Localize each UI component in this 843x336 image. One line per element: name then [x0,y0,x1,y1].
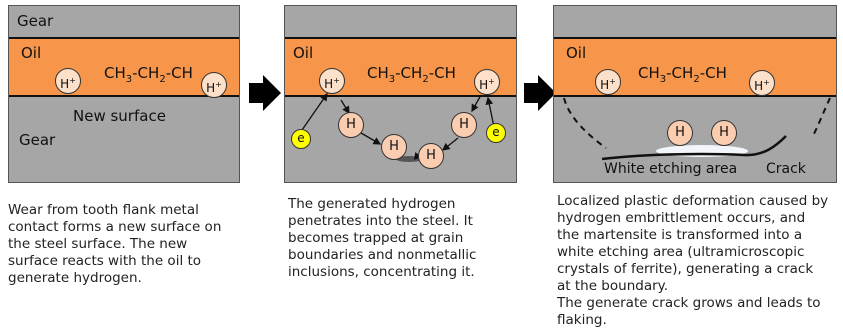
oil-label: Oil [566,44,587,62]
caption-line: white etching area (ultramicroscopic [557,244,805,260]
electron: e [486,123,506,143]
path-arrow [485,96,495,128]
step-arrow-icon [249,75,281,111]
gear-bottom-label: Gear [19,131,56,149]
h-ion: H+ [201,72,227,98]
caption-line: becomes trapped at grain [288,230,464,246]
white-etching-area-label: White etching area [604,161,738,177]
gear-top-layer [9,6,239,38]
crack-dashed-right [811,97,831,139]
caption-line: Localized plastic deformation caused by [557,193,829,209]
oil-label: Oil [293,44,314,62]
oil-formula: CH3-CH2-CH [638,64,727,85]
h-atom: H [381,134,407,160]
h-ion: H+ [595,69,621,95]
gear-top-layer [554,6,836,38]
caption-line: inclusions, concentrating it. [288,264,475,280]
caption-step-2: The generated hydrogen penetrates into t… [288,196,476,281]
caption-line: flaking. [557,312,607,328]
electron: e [291,129,311,149]
caption-step-3: Localized plastic deformation caused by … [557,193,828,329]
oil-formula: CH3-CH2-CH [367,64,456,85]
surface-line-bottom [554,95,836,97]
h-ion: H+ [55,68,81,94]
caption-line: contact forms a new surface on [8,219,222,235]
path-arrow [441,137,459,151]
h-atom: H [451,112,477,138]
surface-line-bottom [285,95,516,97]
surface-line-top [9,37,239,39]
h-ion: H+ [319,68,345,94]
gear-bottom-layer [9,96,239,182]
step-arrow-icon [524,75,556,111]
caption-line: generate hydrogen. [8,270,142,286]
gear-top-label: Gear [17,12,54,30]
gear-top-layer [285,6,516,38]
surface-line-top [554,37,836,39]
caption-line: the steel surface. The new [8,236,188,252]
caption-line: surface reacts with the oil to [8,253,202,269]
surface-line-top [285,37,516,39]
oil-label: Oil [21,44,42,62]
new-surface-label: New surface [73,107,166,125]
crack-overlay [563,97,831,161]
caption-line: hydrogen embrittlement occurs, and [557,210,806,226]
h-atom: H [418,143,444,169]
h-atom: H [338,112,364,138]
surface-line-bottom [9,95,239,97]
path-arrow [471,94,482,113]
gear-bottom-layer [554,96,836,182]
caption-line: boundaries and nonmetallic [288,247,477,263]
caption-line: Wear from tooth flank metal [8,202,199,218]
panel-white-etching: Oil CH3-CH2-CH H+ H+ H H White etching a… [553,5,837,183]
panel-hydrogen-penetration: Oil CH3-CH2-CH H+ H+ H H H H e e [284,5,517,183]
caption-line: crystals of ferrite), generating a crack [557,261,814,277]
caption-line: The generated hydrogen [288,196,456,212]
oil-formula: CH3-CH2-CH [104,64,193,85]
caption-line: at the boundary. [557,278,668,294]
panel-new-surface: Gear Oil CH3-CH2-CH H+ H+ New surface Ge… [8,5,240,183]
crack-dashed-left [563,97,607,149]
caption-line: penetrates into the steel. It [288,213,473,229]
path-arrow [340,99,350,115]
caption-line: the martensite is transformed into a [557,227,803,243]
caption-line: The generate crack grows and leads to [557,295,821,311]
h-ion: H+ [474,69,500,95]
h-atom: H [711,120,737,146]
crack-label: Crack [766,161,806,177]
path-arrow [301,92,328,131]
h-ion: H+ [749,70,775,96]
h-atom: H [667,120,693,146]
path-arrow [360,132,382,145]
oil-layer [9,38,239,96]
crack-line [601,135,787,161]
caption-step-1: Wear from tooth flank metal contact form… [8,202,221,287]
hydrogen-path-arrows [301,92,495,162]
